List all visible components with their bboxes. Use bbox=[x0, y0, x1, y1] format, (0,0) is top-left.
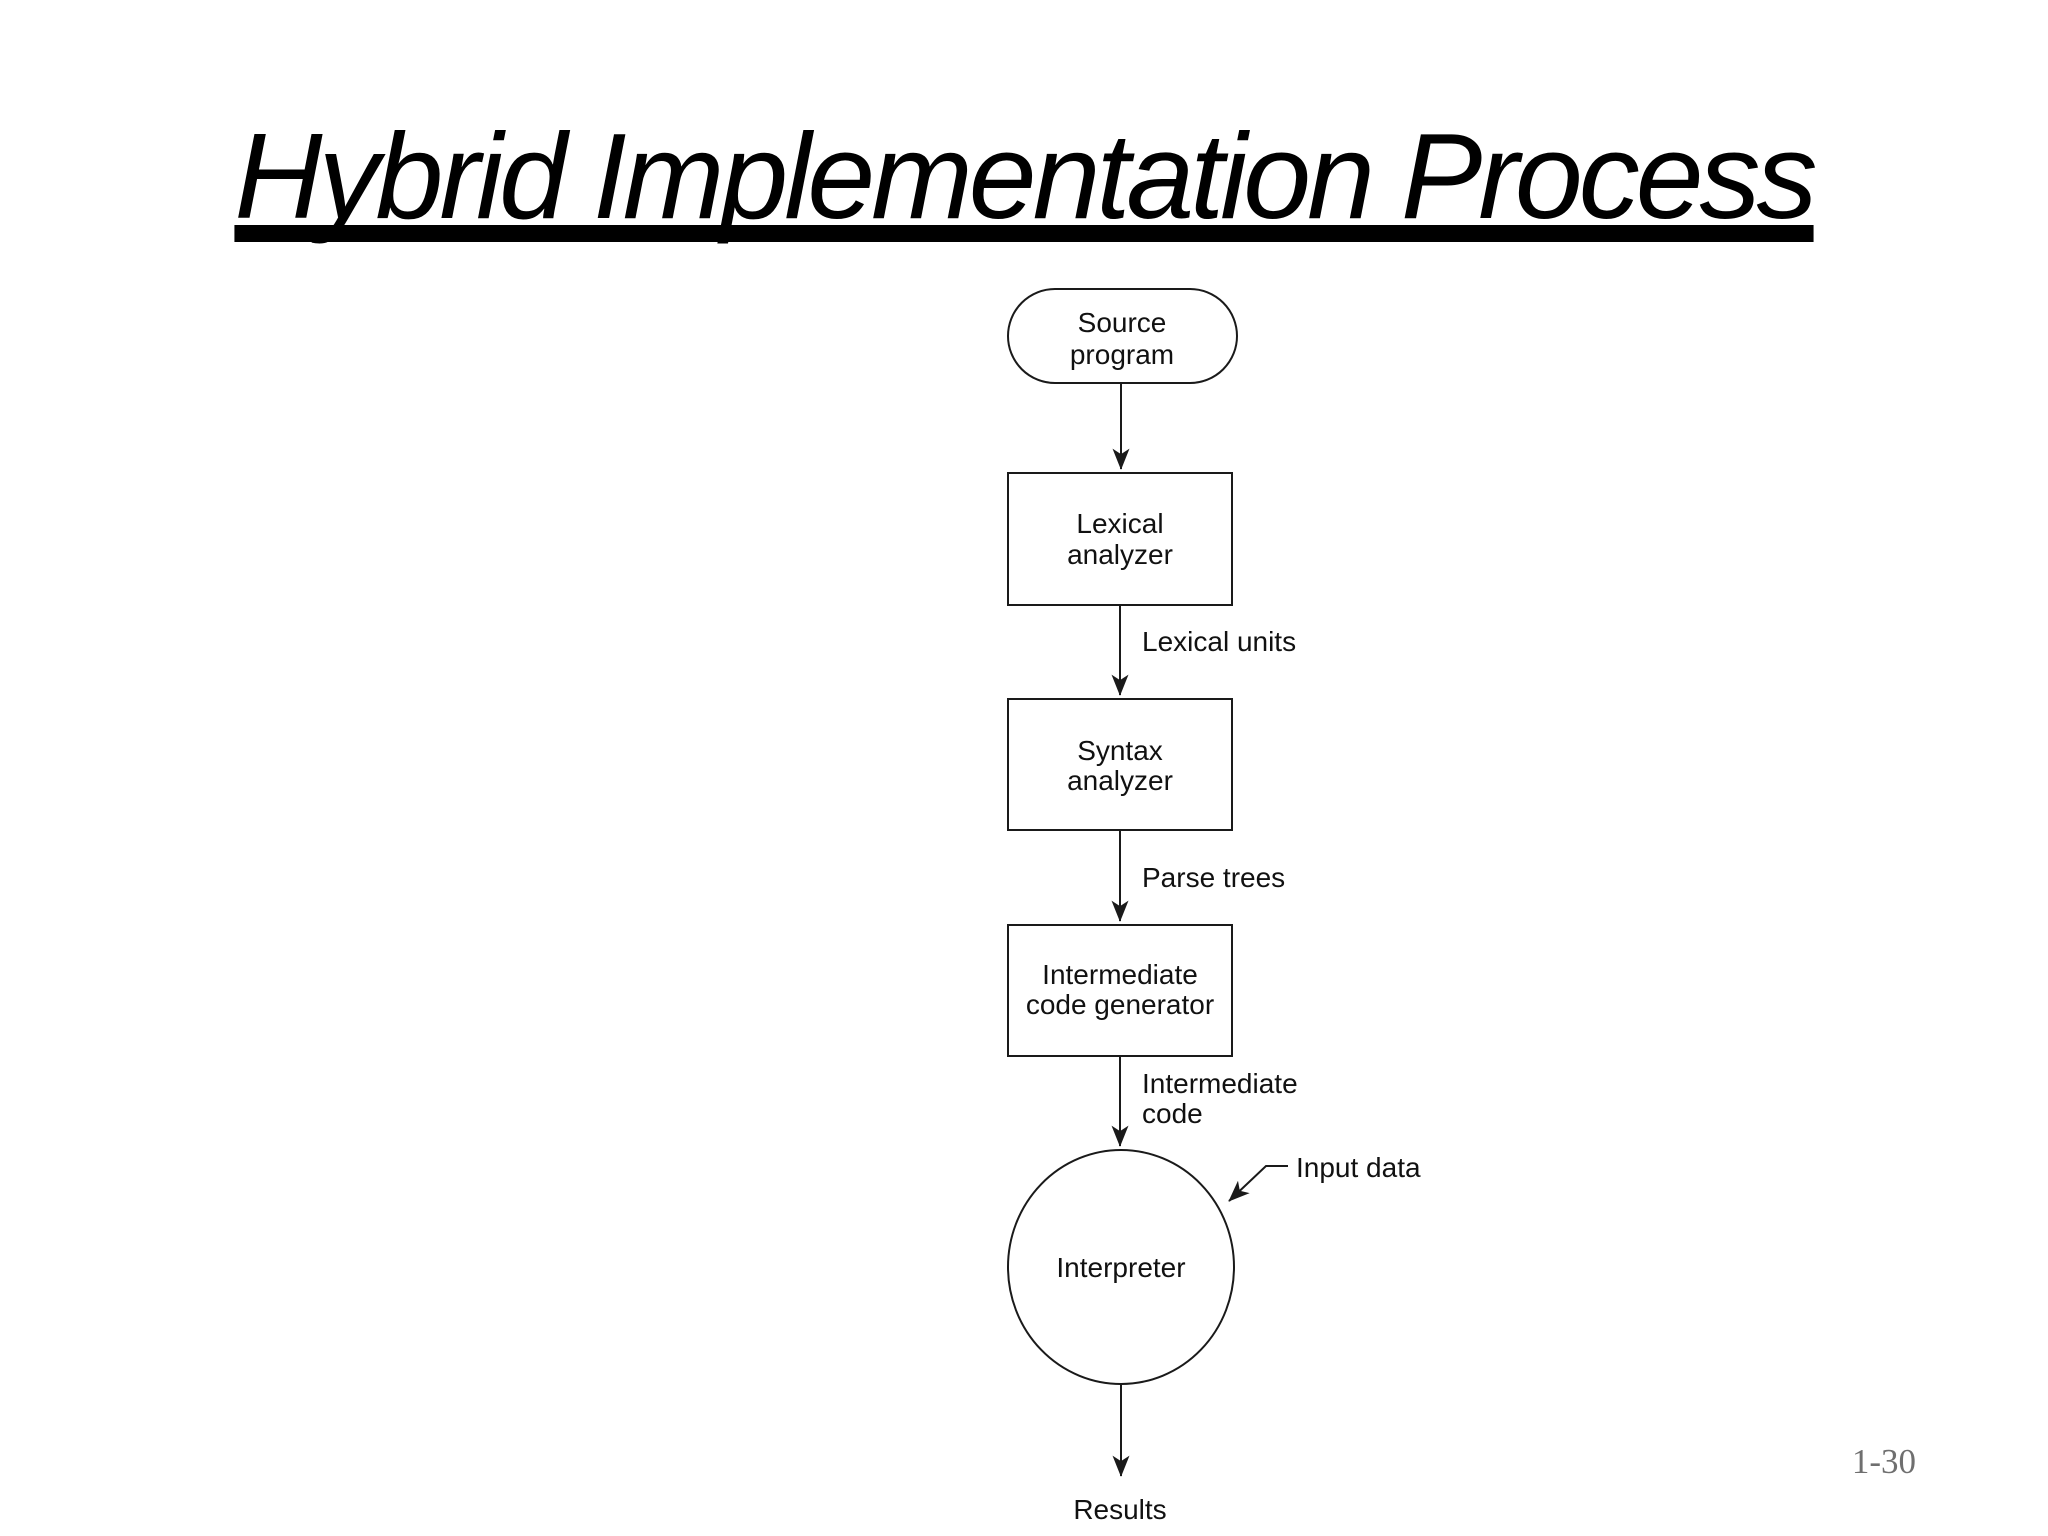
intermediate-code-generator-label-line1: Intermediate bbox=[1042, 959, 1198, 990]
source-program-label-line1: Source bbox=[1078, 307, 1167, 338]
edge-label-intermediate-code-line1: Intermediate bbox=[1142, 1068, 1298, 1099]
page-number: 1-30 bbox=[1851, 1442, 1916, 1481]
syntax-analyzer-label-line2: analyzer bbox=[1067, 765, 1173, 796]
slide-title: Hybrid Implementation Process bbox=[234, 108, 1817, 244]
syntax-analyzer-label-line1: Syntax bbox=[1077, 735, 1163, 766]
intermediate-code-generator-label-line2: code generator bbox=[1026, 989, 1214, 1020]
lexical-analyzer-node bbox=[1007, 472, 1233, 606]
edge-label-results: Results bbox=[1073, 1494, 1166, 1525]
edge-input-data-to-interpreter bbox=[1228, 1165, 1288, 1202]
edge-label-input-data: Input data bbox=[1296, 1152, 1421, 1183]
intermediate-code-generator-node bbox=[1007, 924, 1233, 1057]
interpreter-node bbox=[1007, 1149, 1235, 1385]
edge-label-lexical-units: Lexical units bbox=[1142, 626, 1296, 657]
interpreter-label: Interpreter bbox=[1056, 1252, 1185, 1283]
lexical-analyzer-label-line1: Lexical bbox=[1076, 508, 1163, 539]
lexical-analyzer-label-line2: analyzer bbox=[1067, 539, 1173, 570]
source-program-node bbox=[1007, 288, 1238, 384]
syntax-analyzer-node bbox=[1007, 698, 1233, 831]
edge-label-intermediate-code-line2: code bbox=[1142, 1098, 1203, 1129]
edge-label-parse-trees: Parse trees bbox=[1142, 862, 1285, 893]
source-program-label-line2: program bbox=[1070, 339, 1174, 370]
